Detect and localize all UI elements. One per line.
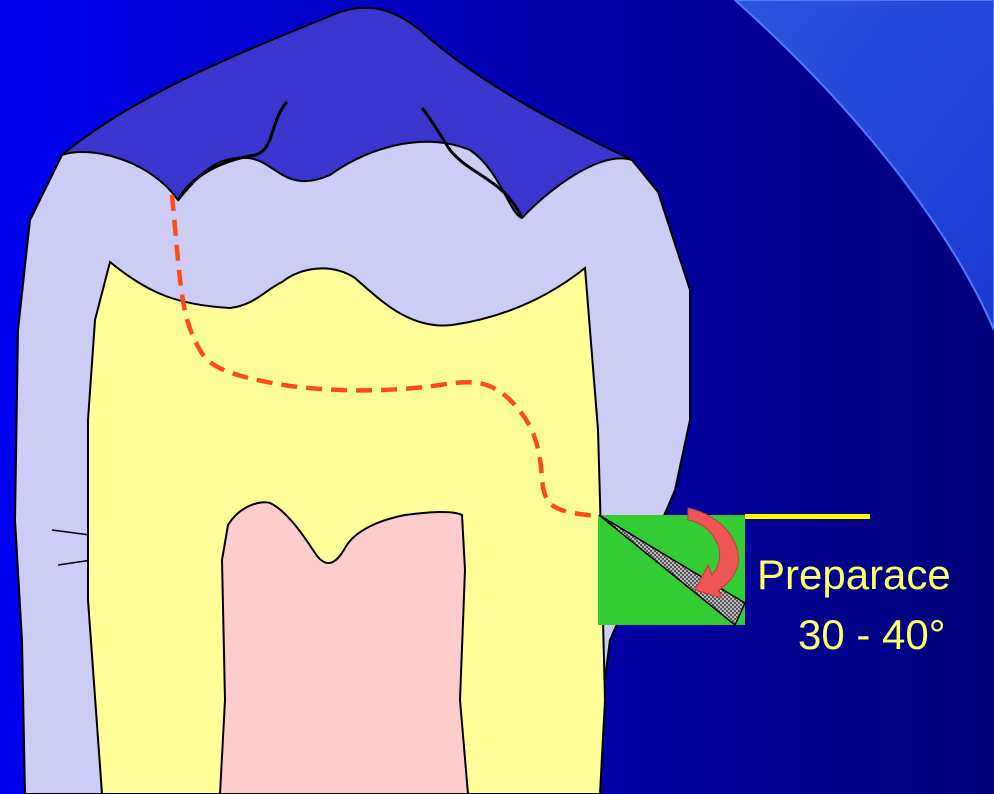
slide-swoosh <box>735 0 994 330</box>
pointer-line <box>745 514 870 519</box>
preparation-label: Preparace <box>757 554 951 596</box>
angle-label: 30 - 40° <box>798 614 946 656</box>
